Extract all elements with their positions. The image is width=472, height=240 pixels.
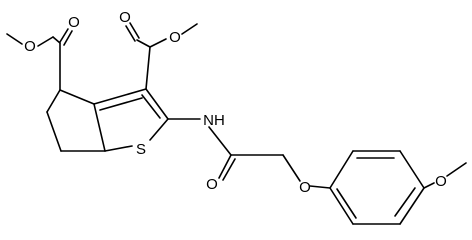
atom-o-methoxy: O xyxy=(435,173,447,190)
bond-c5-c3-double-inner xyxy=(99,97,143,111)
bond-ring-inner-2 xyxy=(394,187,416,217)
atom-o-ether: O xyxy=(299,179,311,196)
atom-o-carbonyl-right: O xyxy=(119,9,131,26)
bond-c4-c5 xyxy=(59,89,95,105)
molecule-structure: O O O O NH S O O O xyxy=(6,9,467,225)
bond-c8-s xyxy=(104,145,133,152)
atom-s: S xyxy=(136,141,146,158)
atom-o-methyl-left: O xyxy=(24,38,36,55)
bond-right-ester-o xyxy=(149,38,167,48)
bond-ring-d xyxy=(399,150,425,189)
bond-right-co-double-b xyxy=(129,22,140,39)
bond-left-ester-o xyxy=(37,36,54,47)
bond-ring-f xyxy=(329,150,354,189)
bond-ring-a xyxy=(329,187,354,225)
bond-ether-o-ring xyxy=(309,185,331,189)
bond-ring-inner-1 xyxy=(336,188,357,219)
bond-c4-c6 xyxy=(46,89,61,113)
bond-left-methyl xyxy=(6,33,23,45)
bond-methoxy-methyl xyxy=(446,162,467,177)
bond-right-methyl xyxy=(181,23,198,35)
atom-o-carbonyl-left: O xyxy=(68,14,80,31)
bond-ring-methoxy-o xyxy=(423,182,435,189)
bond-lines xyxy=(6,22,467,225)
bond-left-co-double-a xyxy=(59,28,69,43)
bond-right-co-double-a xyxy=(125,25,136,42)
bond-nh-carbonyl xyxy=(208,126,232,156)
bond-amide-co-double-b xyxy=(222,158,236,181)
bond-c6-c7 xyxy=(46,111,62,152)
atom-o-amide: O xyxy=(206,176,218,193)
atom-o-methyl-right: O xyxy=(169,29,181,46)
bond-ch2-ether-o xyxy=(282,154,301,182)
atom-nh: NH xyxy=(203,112,225,129)
bond-c2-c3-double-outer xyxy=(145,88,169,120)
bond-c8-c5 xyxy=(93,103,106,152)
bond-left-co-double-b xyxy=(63,30,73,46)
bond-amide-co-double-a xyxy=(218,154,232,179)
bond-left-carbonyl-c xyxy=(52,36,61,44)
bond-right-carbonyl-ring xyxy=(145,46,151,90)
atom-labels: O O O O NH S O O O xyxy=(24,9,447,196)
bond-s-c2 xyxy=(149,118,169,141)
bond-c5-c3-double-outer xyxy=(93,88,147,105)
bond-ring-c xyxy=(399,187,425,225)
bond-right-carbonyl-c xyxy=(136,39,151,48)
bond-c2-c3-double-inner xyxy=(141,94,161,119)
